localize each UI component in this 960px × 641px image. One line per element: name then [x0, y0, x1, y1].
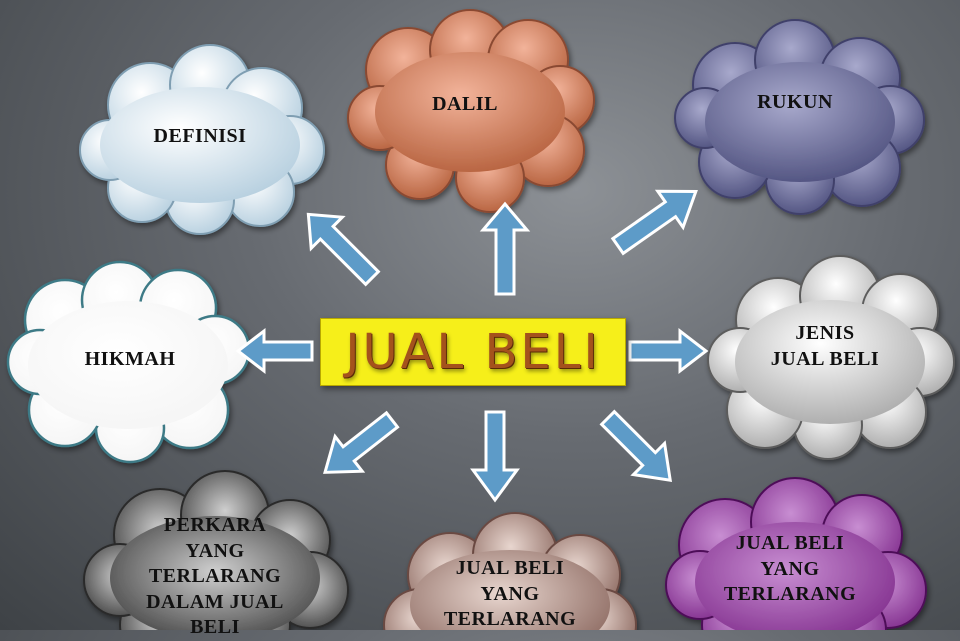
arrow-to-jual-beli-terlarang-2	[599, 409, 673, 483]
cloud-jual-beli-terlarang-2	[665, 477, 927, 630]
cloud-definisi	[79, 44, 325, 235]
arrow-to-rukun	[610, 189, 698, 256]
cloud-jenis	[707, 255, 955, 460]
label-jual-beli-terlarang-1: JUAL BELI YANG TERLARANG	[443, 557, 577, 631]
cloud-hikmah	[6, 260, 251, 464]
arrow-to-jenis	[628, 327, 709, 375]
center-title: JUAL BELI	[345, 324, 601, 380]
arrow-to-hikmah	[235, 327, 314, 375]
arrow-to-perkara	[323, 410, 400, 474]
cloud-rukun	[674, 19, 925, 215]
cloud-dalil	[347, 9, 595, 213]
label-dalil: DALIL	[432, 93, 498, 116]
label-hikmah: HIKMAH	[84, 348, 176, 371]
cloud-perkara	[83, 470, 349, 630]
center-title-box: JUAL BELI	[320, 318, 626, 386]
label-rukun: RUKUN	[757, 91, 833, 114]
arrow-to-jual-beli-terlarang-1	[470, 410, 520, 503]
label-definisi: DEFINISI	[153, 125, 247, 148]
label-perkara: PERKARA YANG TERLARANG DALAM JUAL BELI	[146, 514, 284, 639]
label-jual-beli-terlarang-2: JUAL BELI YANG TERLARANG	[723, 532, 857, 606]
arrow-to-definisi	[306, 212, 381, 287]
label-jenis: JENIS JUAL BELI	[770, 322, 880, 370]
arrow-to-dalil	[479, 201, 531, 296]
cloud-jual-beli-terlarang-1	[383, 512, 637, 630]
